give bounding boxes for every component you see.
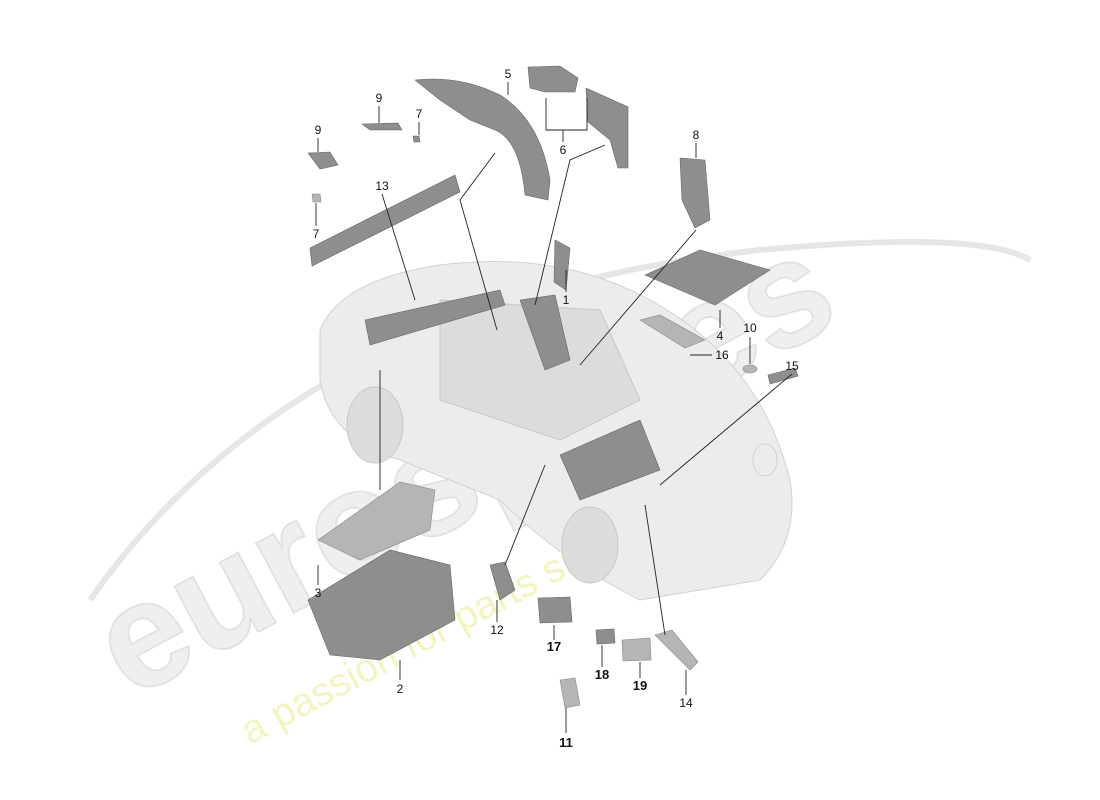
front-wheel: [561, 506, 619, 584]
part-6-installed: [519, 294, 571, 371]
callout-13: 13: [375, 179, 389, 193]
callout-2: 2: [397, 682, 404, 696]
callout-15: 15: [785, 359, 799, 373]
callout-9-lower: 9: [315, 123, 322, 137]
part-18-block: [595, 628, 616, 645]
callout-9-upper: 9: [376, 91, 383, 105]
part-14-bracket: [654, 629, 699, 671]
callout-16: 16: [715, 348, 729, 362]
callout-11: 11: [559, 735, 573, 750]
part-6-panel: [585, 87, 629, 169]
part-7-lower: [311, 193, 322, 203]
part-9-lower: [307, 151, 339, 170]
callout-4: 4: [717, 329, 724, 343]
part-6-upper-block: [527, 65, 579, 93]
part-19-block: [621, 637, 652, 662]
callout-14: 14: [679, 696, 693, 710]
callout-7-upper: 7: [416, 107, 423, 121]
callout-6: 6: [560, 143, 567, 157]
rear-wheel: [346, 386, 404, 464]
part-9-upper: [361, 122, 403, 131]
leader-lines: [315, 82, 793, 733]
part-15-trim: [767, 367, 799, 385]
part-front-bulkhead: [559, 419, 661, 501]
part-13-installed: [364, 289, 506, 346]
parts: [307, 65, 799, 709]
part-3-tray: [317, 481, 436, 561]
watermark-swoosh: [87, 239, 1032, 602]
car-body: [319, 261, 793, 601]
callouts: 1 2 3 4 5 6 7 7 8 9 9 10 11 12 13 14 15 …: [313, 67, 799, 750]
part-13-bar: [309, 174, 461, 267]
headlight: [752, 443, 778, 477]
part-5-wheel-arch-liner: [414, 78, 551, 201]
callout-17: 17: [547, 639, 561, 654]
part-8-bracket: [679, 157, 711, 229]
part-17-block: [537, 596, 573, 624]
part-16-strip: [639, 314, 706, 349]
callout-3: 3: [315, 586, 322, 600]
callout-18: 18: [595, 667, 609, 682]
part-7-upper: [412, 135, 421, 143]
part-11-bracket: [559, 677, 581, 709]
part-10-plug: [742, 364, 758, 374]
callout-1: 1: [563, 293, 570, 307]
callout-19: 19: [633, 678, 647, 693]
part-4-panel: [644, 249, 771, 306]
callout-8: 8: [693, 128, 700, 142]
part-12-bracket: [489, 561, 516, 601]
callout-10: 10: [743, 321, 757, 335]
callout-12: 12: [490, 623, 504, 637]
part-2-panel: [307, 549, 456, 661]
callout-7-lower: 7: [313, 227, 320, 241]
callout-5: 5: [505, 67, 512, 81]
